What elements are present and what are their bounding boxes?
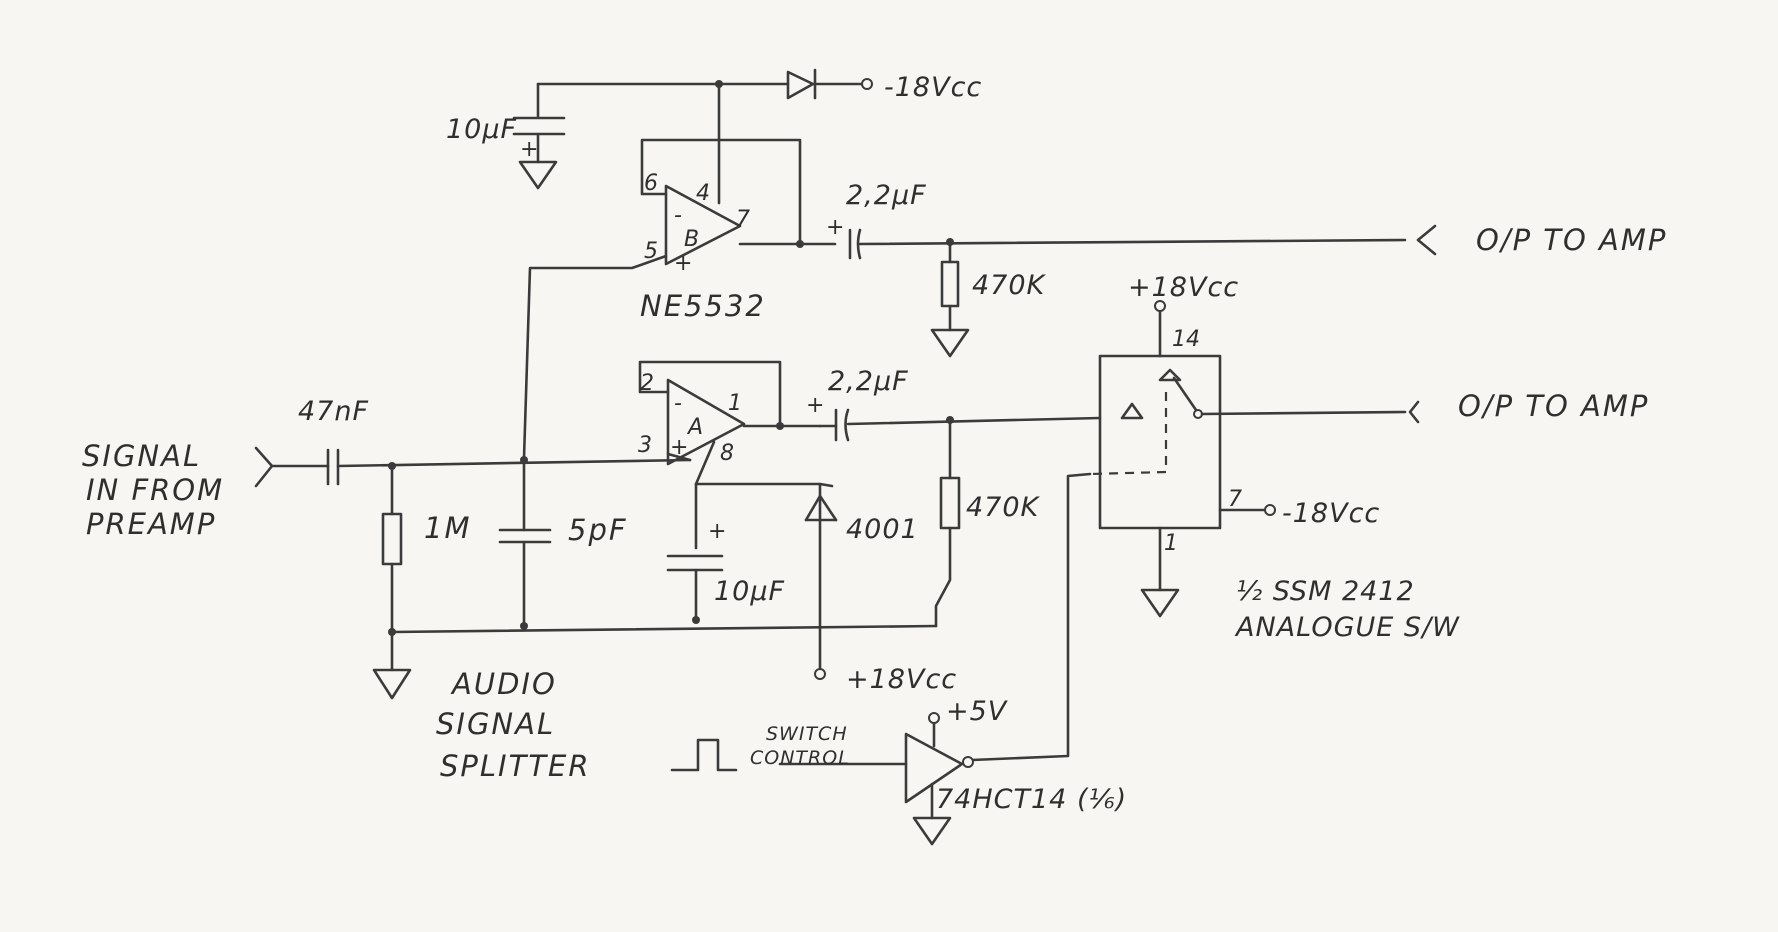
pin-1-switch: 1 [1164,531,1178,556]
cap-10uf-top-label: 10μF [446,114,517,145]
output-b-label: O/P TO AMP [1476,223,1667,257]
cap-plus-sign-a: + [806,393,824,418]
supply-terminal [1264,504,1276,516]
pin-6: 6 [644,171,658,196]
pin-7: 7 [736,207,750,232]
input-label-line3: PREAMP [86,507,216,541]
input-section [254,446,938,700]
cap-plus-sign-top: + [520,137,538,162]
pin-4: 4 [696,181,710,206]
ic-name-label: NE5532 [640,289,766,323]
splitter-label-line1: AUDIO [450,667,557,701]
supply-terminal [861,78,873,90]
ground-symbol [372,668,412,700]
output-capacitor-a [818,408,1102,628]
resistor-470k-b [930,240,970,358]
splitter-label-line3: SPLITTER [440,749,591,783]
cap-10uf-mid-label: 10μF [714,576,785,607]
input-label-line1: SIGNAL [82,439,201,473]
switch-label-line2: ANALOGUE S/W [1234,612,1460,643]
r-1m-label: 1M [424,511,471,545]
control-label-line2: CONTROL [750,747,850,769]
inverter-label: 74HCT14 (⅙) [936,784,1127,815]
pos18-bias-label: +18Vcc [846,664,957,695]
r-470k-b-label: 470K [972,270,1047,301]
neg18-switch-label: -18Vcc [1282,498,1380,529]
cap-plus-sign-b: + [826,215,844,240]
output-a-label: O/P TO AMP [1458,389,1649,423]
supply-terminal [928,712,940,724]
cap-47nf-label: 47nF [298,396,369,427]
analogue-switch [970,300,1420,762]
input-label-line2: IN FROM [86,473,224,507]
supply-terminal [814,668,826,680]
pin-7-switch: 7 [1228,487,1242,512]
ground-symbol [912,816,952,846]
opamp-b-minus: - [674,203,682,228]
opamp-a-plus: + [670,435,688,460]
pin-3: 3 [638,433,652,458]
switch-label-line1: ½ SSM 2412 [1236,576,1415,607]
opamp-b-name: B [684,227,699,252]
pin-5: 5 [644,239,658,264]
pin-2: 2 [640,371,654,396]
cap-22uf-a-label: 2,2μF [828,366,909,397]
pos18-switch-label: +18Vcc [1128,272,1239,303]
output-capacitor-b [848,224,1437,260]
pin-1: 1 [728,391,742,416]
r-470k-a-label: 470K [966,492,1041,523]
opamp-a-minus: - [674,391,682,416]
cap-5pf-label: 5pF [568,513,628,547]
diode-4001-label: 4001 [846,514,919,545]
opamp-b [522,82,837,460]
control-label-line1: SWITCH [766,723,848,745]
ground-symbol [1140,588,1180,618]
ground-symbol [518,160,558,190]
switch-control-inverter [670,712,974,846]
pin-14: 14 [1172,327,1200,352]
opamp-a [638,360,838,680]
pos5-label: +5V [946,696,1009,727]
cap-plus-sign-10uf: + [708,519,726,544]
pin-8: 8 [720,441,734,466]
ground-symbol [930,328,970,358]
splitter-label-line2: SIGNAL [436,707,555,741]
cap-22uf-b-label: 2,2μF [846,180,927,211]
top-supply-rail [536,68,873,118]
decoupling-capacitor-top [512,116,566,190]
neg18-top-label: -18Vcc [884,72,982,103]
opamp-b-plus: + [674,251,692,276]
opamp-a-name: A [686,415,703,440]
